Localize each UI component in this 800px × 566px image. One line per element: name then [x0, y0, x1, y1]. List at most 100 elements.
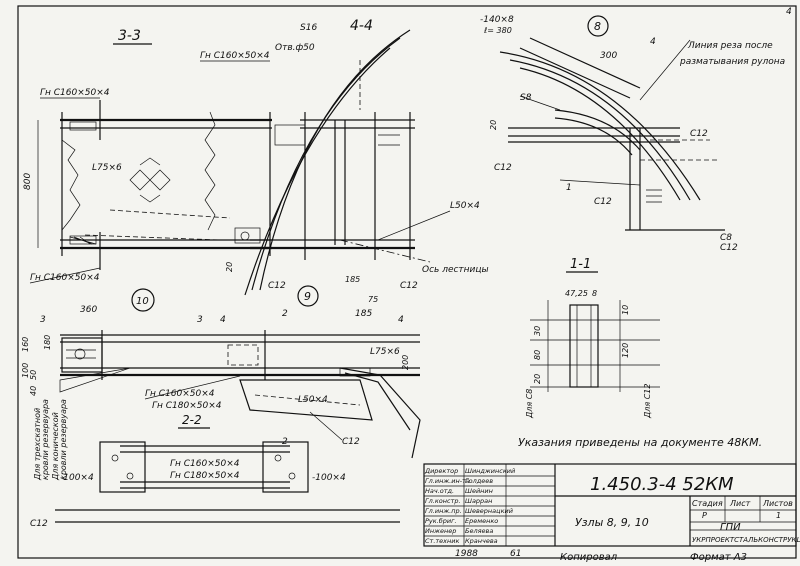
title-block-role: Ст.техник [425, 537, 459, 545]
title-block-person: Шинджинский [465, 467, 515, 475]
section-3-3-view [60, 100, 272, 270]
title-block-role: Нач.отд. [425, 487, 454, 495]
node-10-view [59, 330, 421, 459]
label-c12-e: С12 [594, 197, 612, 207]
title-block-person: Шейнин [465, 487, 493, 495]
label-plate-100-a: -100×4 [60, 473, 94, 483]
dim-47-25: 47,25 [565, 289, 588, 298]
label-axis-stair: Ось лестницы [422, 265, 489, 275]
section-2-2-title: 2-2 [182, 413, 202, 427]
node-8-marker [587, 15, 609, 37]
side-note-2: кровли резервуара [41, 399, 50, 480]
label-c12-b: С12 [268, 281, 286, 291]
node-10-marker [131, 288, 155, 312]
general-note: Указания приведены на документе 48КМ. [518, 436, 762, 449]
label-cut-line-2: разматывания рулона [679, 57, 785, 67]
label-plate-140: -140×8 [480, 15, 514, 25]
node-8-number: 8 [594, 20, 601, 33]
dim-360: 360 [80, 305, 97, 315]
cut-mark-4b: 4 [650, 37, 656, 47]
cut-mark-4: 4 [220, 315, 226, 325]
section-1-1-view [530, 300, 660, 392]
dim-40: 40 [29, 386, 38, 396]
label-c12-f: С12 [720, 243, 738, 253]
label-for-c12: Для С12 [643, 384, 652, 419]
leader-gn160-bottom [29, 267, 101, 284]
side-note-3: Для конической [51, 412, 60, 481]
leader-c12-g [309, 411, 343, 441]
cut-mark-3: 3 [40, 315, 46, 325]
dim-80: 80 [533, 350, 542, 360]
label-c8: С8 [720, 233, 732, 243]
dim-50: 50 [29, 370, 38, 380]
leader-l50-a [377, 210, 451, 241]
title-block-person: Беляева [465, 527, 493, 535]
cut-mark-4-right: 4 [398, 315, 404, 325]
label-l50-a: L50×4 [450, 201, 480, 211]
label-c12-a: С12 [400, 281, 418, 291]
label-c12-c: С12 [690, 129, 708, 139]
archive-year: 1988 [455, 549, 478, 559]
title-block-person: Кранчева [465, 537, 498, 545]
label-cut-line-1: Линия реза после [687, 41, 773, 51]
label-for-c8: Для С8 [525, 389, 534, 419]
sheet-header: Лист [729, 499, 751, 508]
dim-20-b: 20 [489, 120, 498, 130]
stage-value: Р [702, 511, 707, 520]
title-block-role: Гл.инж.ин-та [425, 477, 470, 485]
sheets-value: 1 [776, 511, 781, 520]
title-block [423, 463, 797, 547]
title-block-role: Инженер [425, 527, 456, 535]
dim-10: 10 [621, 305, 630, 315]
paper-format: Формат А3 [690, 552, 747, 563]
label-s16: S16 [300, 23, 317, 33]
label-plate-100-b: -100×4 [312, 473, 346, 483]
organization-name: УКРПРОЕКТСТАЛЬКОНСТРУКЦИЯ [692, 536, 800, 544]
sheet-title: Узлы 8, 9, 10 [575, 516, 649, 529]
label-gn180-node10: Гн С180×50×4 [152, 401, 222, 411]
label-gn160-node10: Гн С160×50×4 [145, 389, 215, 399]
dim-8: 8 [592, 289, 597, 298]
label-c12-h: С12 [30, 519, 48, 529]
label-c12-d: С12 [494, 163, 512, 173]
label-gn180-bottom-view: Гн С180×50×4 [170, 471, 240, 481]
dim-75: 75 [368, 295, 378, 304]
leader-gn-node10 [144, 375, 241, 400]
dim-180: 180 [43, 335, 52, 350]
dim-185-b: 185 [355, 309, 372, 319]
label-gn160-node9: Гн С160×50×4 [200, 51, 270, 61]
label-plate-l: ℓ= 380 [483, 26, 512, 35]
node-9-view [234, 29, 431, 296]
label-gn160-bottom-view: Гн С160×50×4 [170, 459, 240, 469]
doc-code: 1.450.3-4 52КМ [590, 474, 734, 495]
drawing-frame [17, 5, 797, 559]
title-block-person: Шарран [465, 497, 492, 505]
side-note-4: кровли резервуара [59, 399, 68, 480]
label-l50-b: L50×4 [298, 395, 328, 405]
bottom-channel-view [55, 441, 400, 523]
archive-number: 61 [510, 549, 521, 559]
dim-20-a: 20 [225, 262, 234, 272]
dim-185-a: 185 [345, 275, 360, 284]
node-9-marker [297, 285, 319, 307]
title-block-person: Шевернацкий [465, 507, 513, 515]
label-c12-g: С12 [342, 437, 360, 447]
title-block-person: Голдеев [465, 477, 493, 485]
page-number: 4 [786, 7, 792, 17]
section-1-1-title: 1-1 [570, 257, 591, 272]
dim-100-a: 100 [21, 363, 30, 378]
title-block-role: Гл.инж.пр. [425, 507, 462, 515]
title-block-role: Гл.констр. [425, 497, 461, 505]
label-gn160-top: Гн С160×50×4 [40, 88, 110, 98]
cut-mark-1a: 1 [566, 183, 572, 193]
title-block-role: Рук.бриг. [425, 517, 457, 525]
node-9-number: 9 [304, 290, 311, 303]
dim-160: 160 [21, 337, 30, 352]
title-block-person: Еременко [465, 517, 498, 525]
cut-mark-2a: 2 [282, 309, 288, 319]
dim-30: 30 [533, 326, 542, 336]
stage-header: Стадия [692, 499, 723, 508]
dim-200: 200 [401, 355, 410, 370]
